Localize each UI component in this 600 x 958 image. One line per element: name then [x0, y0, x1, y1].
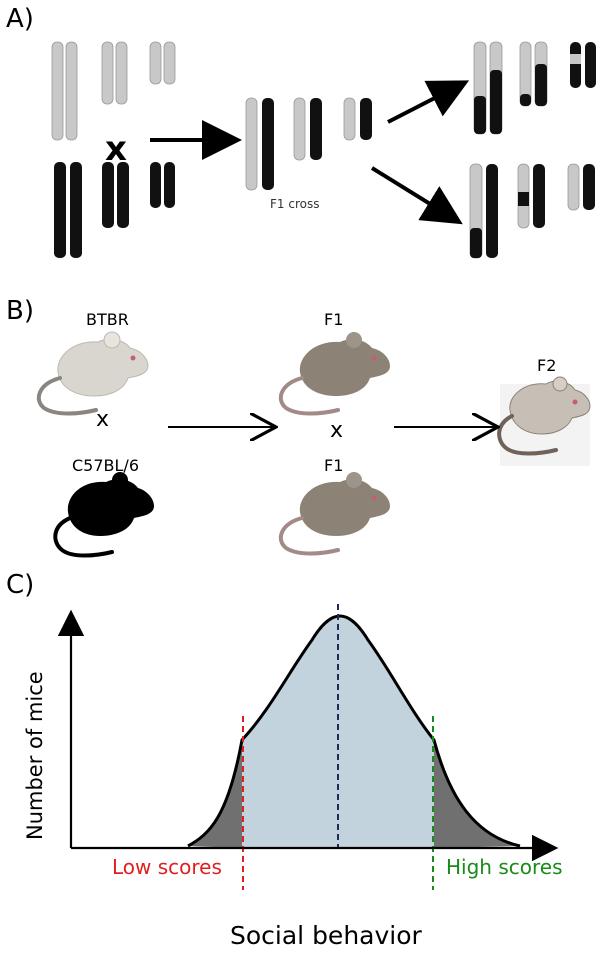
low-scores-label: Low scores [112, 855, 222, 879]
arrow-down-right [370, 166, 463, 225]
f1-top-label: F1 [324, 310, 344, 329]
recombinant-chromosomes-bottom [469, 163, 595, 259]
c57-mouse-icon [53, 472, 154, 558]
parent-cross-x: x [96, 407, 110, 432]
panel-c-label: C) [6, 570, 35, 600]
btbr-mouse-icon [36, 331, 149, 416]
y-axis-label: Number of mice [23, 671, 47, 840]
curve-middle-fill [242, 616, 434, 848]
f1-chromosomes [245, 97, 372, 191]
f2-mouse-icon [497, 376, 591, 456]
f1-bottom-mouse-icon [278, 472, 390, 556]
panel-b-label: B) [6, 296, 34, 326]
panel-a-cross-x: x [105, 129, 127, 169]
f1-cross-x: x [330, 418, 344, 443]
mouse-breeding-diagram [36, 331, 591, 558]
panel-a-label: A) [6, 4, 34, 34]
arrow-up-right [387, 80, 470, 124]
parent-dark-chromosomes [54, 162, 175, 258]
distribution-curve [187, 614, 521, 848]
parent-light-chromosomes [51, 41, 176, 141]
btbr-label: BTBR [86, 310, 129, 329]
curve-low-tail [188, 740, 242, 848]
f1-cross-caption: F1 cross [270, 197, 319, 211]
high-scores-label: High scores [446, 855, 562, 879]
recombinant-chromosomes-top [473, 41, 596, 135]
chromosome-cross-diagram: x F1 cross [51, 41, 596, 259]
f2-label: F2 [537, 356, 557, 375]
f1-top-mouse-icon [278, 332, 390, 416]
social-behavior-distribution: Number of mice Low scores High scores So… [23, 604, 562, 950]
x-axis-label: Social behavior [230, 921, 423, 950]
c57-label: C57BL/6 [72, 456, 139, 475]
f1-bottom-label: F1 [324, 456, 344, 475]
curve-high-tail [434, 740, 520, 848]
